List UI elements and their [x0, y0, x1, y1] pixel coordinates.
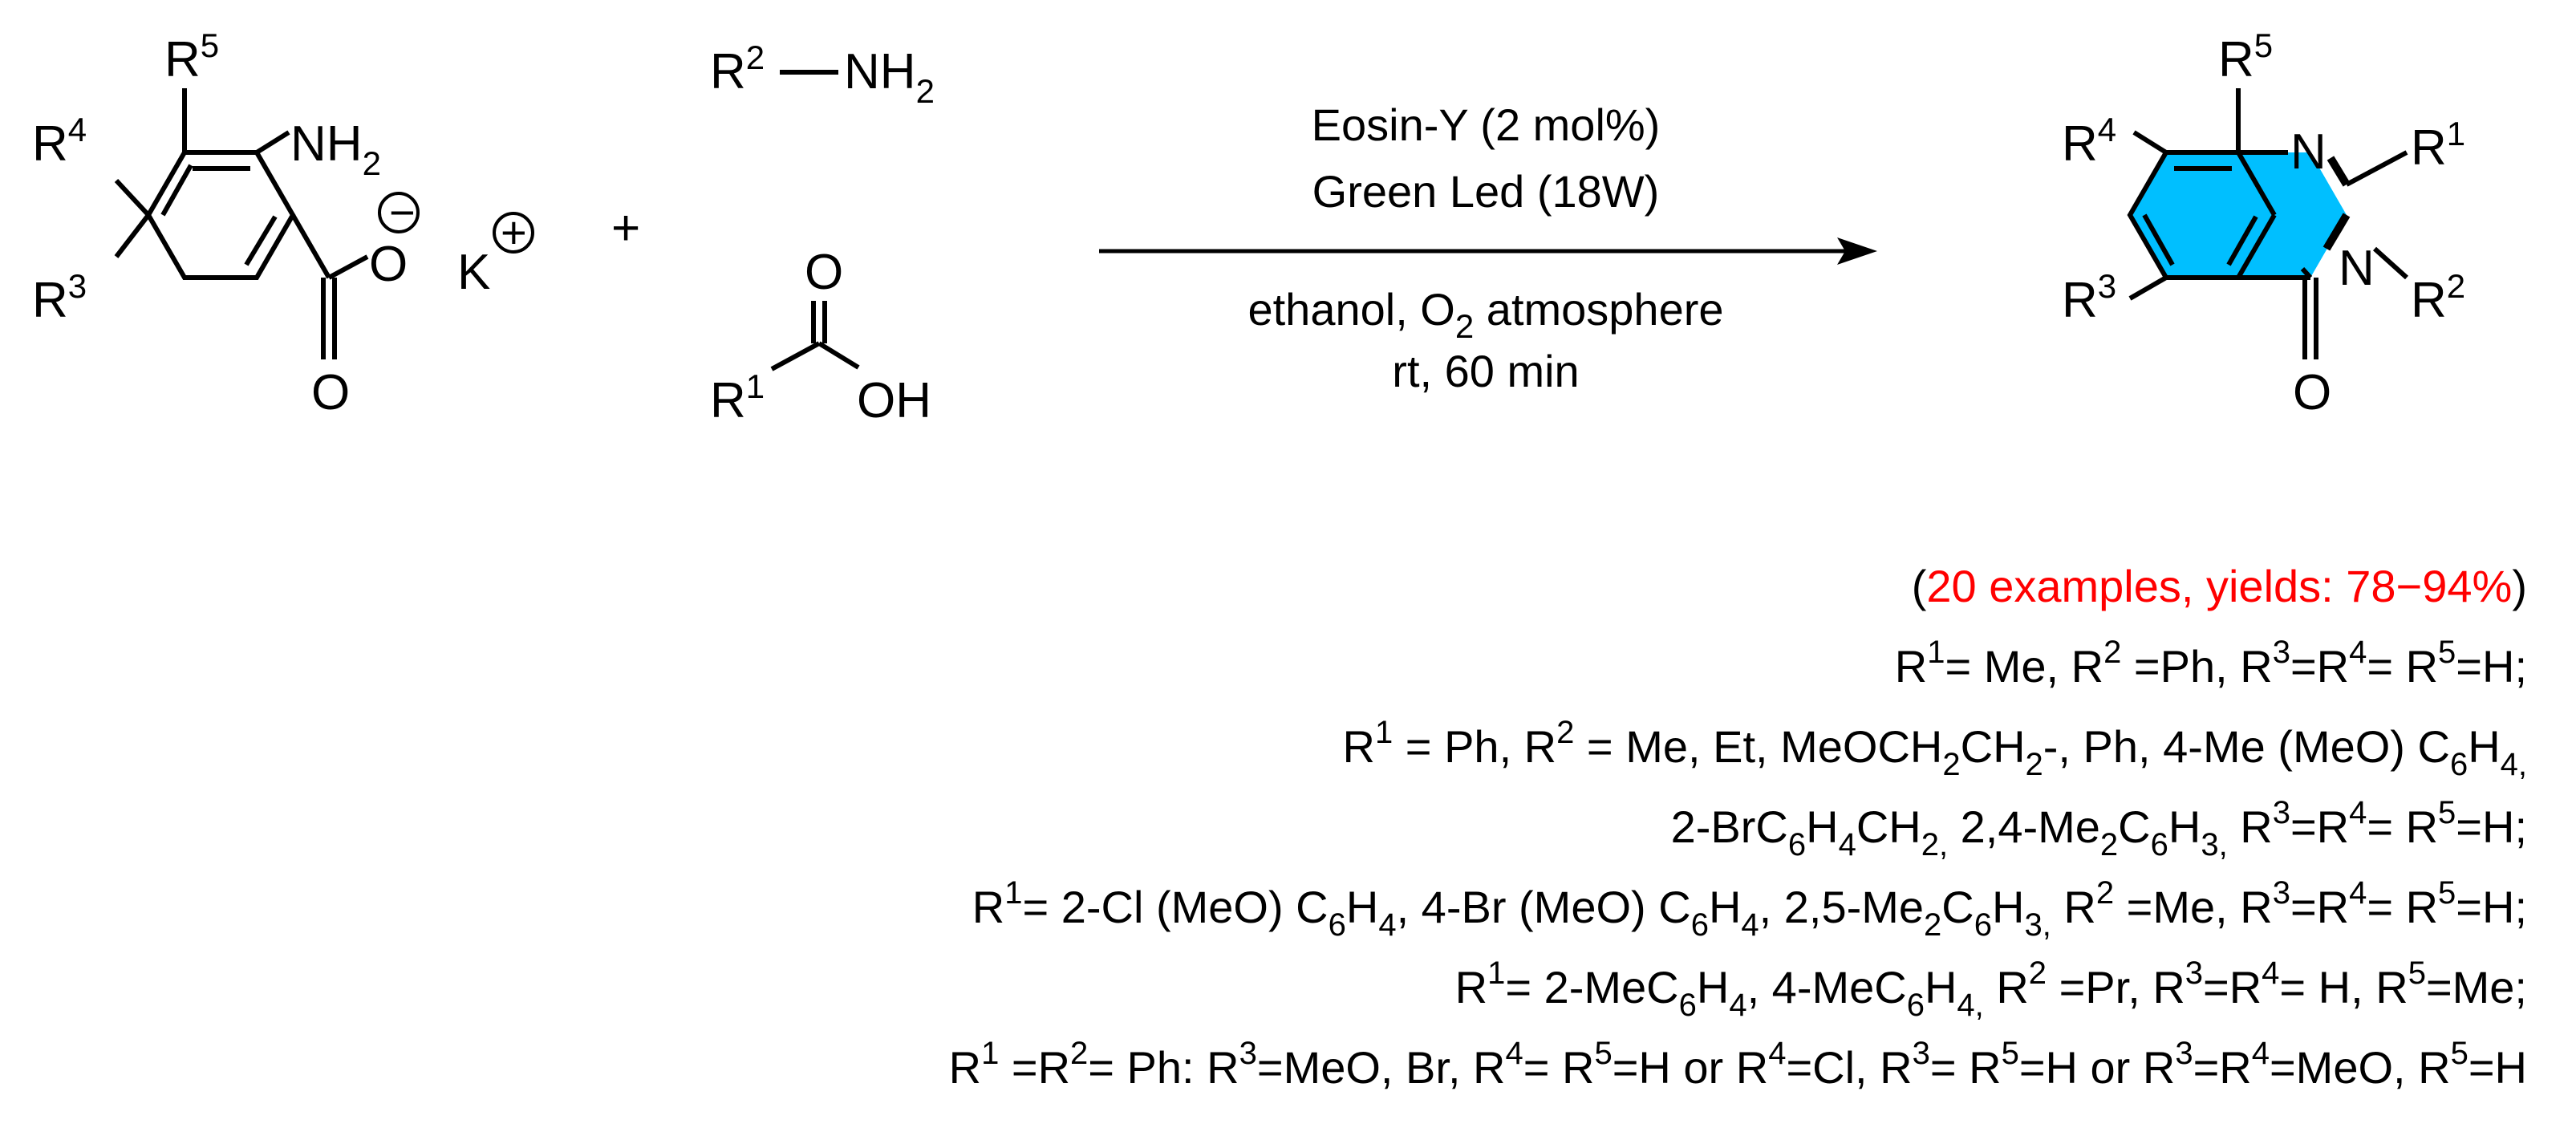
bond-r3	[114, 213, 151, 258]
arrow-head-icon	[1837, 237, 1877, 265]
scope-summary: (20 examples, yields: 78−94%)	[1912, 561, 2527, 611]
positive-charge-icon: +	[493, 207, 534, 258]
bond-nh2	[255, 130, 290, 155]
scope-line-2: R1 = Ph, R2 = Me, Et, MeOCH2CH2-, Ph, 4-…	[1343, 715, 2527, 782]
label-r5: R5	[2218, 26, 2273, 87]
charge-plus: +	[501, 207, 527, 258]
label-r3: R3	[32, 267, 87, 328]
carboxylic-acid-structure: O R1 OH	[710, 245, 931, 428]
bond-c-oh	[817, 341, 860, 370]
scope-line-4: R1= 2-Cl (MeO) C6H4, 4-Br (MeO) C6H4, 2,…	[972, 875, 2527, 943]
condition-solvent: ethanol, O2 atmosphere	[1247, 284, 1723, 345]
label-r1-acid: R1	[710, 367, 765, 428]
scope-line-1: R1= Me, R2 =Ph, R3=R4= R5=H;	[1895, 635, 2527, 692]
plus-sign: +	[611, 201, 640, 256]
label-o-minus: O	[369, 237, 408, 292]
aromatic-double-bond	[2226, 215, 2258, 266]
bond-carboxyl-c	[290, 213, 331, 279]
benzene-ring-bonds	[145, 150, 296, 280]
scope-yield-highlight: 20 examples, yields: 78−94%	[1926, 561, 2512, 611]
bond-r4	[114, 178, 151, 217]
bond-n3-r2	[2372, 246, 2409, 280]
condition-catalyst: Eosin-Y (2 mol%)	[1312, 99, 1661, 150]
bond-c2-r1	[2345, 150, 2408, 187]
label-r2: R2	[2411, 267, 2465, 328]
benzo-ring-bonds	[2127, 150, 2238, 280]
label-o-carbonyl: O	[311, 365, 350, 420]
scope-line-3: 2-BrC6H4CH2, 2,4-Me2C6H3, R3=R4= R5=H;	[1671, 795, 2527, 862]
label-n3: N	[2339, 241, 2375, 296]
label-r4: R4	[2062, 111, 2116, 172]
bond-r1-c	[770, 341, 821, 371]
ring-fusion-bond	[2236, 213, 2277, 279]
bond-c2-n3	[2322, 213, 2351, 251]
aromatic-double-bond	[160, 164, 193, 217]
condition-light: Green Led (18W)	[1312, 166, 1660, 217]
label-potassium: K	[457, 245, 490, 300]
label-amine-nh2: NH2	[844, 44, 935, 110]
anthranilate-structure: R5 R4 R3 NH2 O O K − +	[32, 26, 534, 420]
bond-n1-c2	[2327, 156, 2351, 187]
label-nh2: NH2	[290, 116, 381, 182]
charge-minus: −	[389, 187, 416, 237]
pyrimidine-ring-fill	[2238, 152, 2347, 278]
label-acid-carbonyl-o: O	[805, 245, 843, 300]
label-r1: R1	[2411, 115, 2465, 176]
ring-fusion-bond	[2236, 151, 2277, 217]
bond-r4	[2132, 130, 2168, 155]
condition-time: rt, 60 min	[1392, 346, 1579, 396]
reaction-arrow	[1099, 237, 1877, 265]
label-r4: R4	[32, 111, 87, 172]
label-r3: R3	[2062, 267, 2116, 328]
bond-r3	[2128, 275, 2168, 301]
label-carbonyl-o: O	[2293, 365, 2331, 420]
aromatic-double-bond	[2142, 213, 2175, 266]
scope-line-6: R1 =R2= Ph: R3=MeO, Br, R4= R5=H or R4=C…	[949, 1036, 2527, 1093]
quinazolinone-structure: R5 R4 R3 N N R1 R2 O	[2062, 26, 2465, 420]
negative-charge-icon: −	[378, 187, 420, 237]
amine-structure: R2 NH2	[710, 39, 935, 110]
label-r2-amine: R2	[710, 39, 765, 99]
label-r5: R5	[164, 26, 219, 87]
label-acid-oh: OH	[857, 373, 931, 428]
aromatic-double-bond	[244, 215, 278, 266]
label-n1: N	[2290, 124, 2327, 180]
bond-c-o-minus	[327, 254, 369, 280]
scope-line-5: R1= 2-MeC6H4, 4-MeC6H4, R2 =Pr, R3=R4= H…	[1455, 956, 2527, 1023]
